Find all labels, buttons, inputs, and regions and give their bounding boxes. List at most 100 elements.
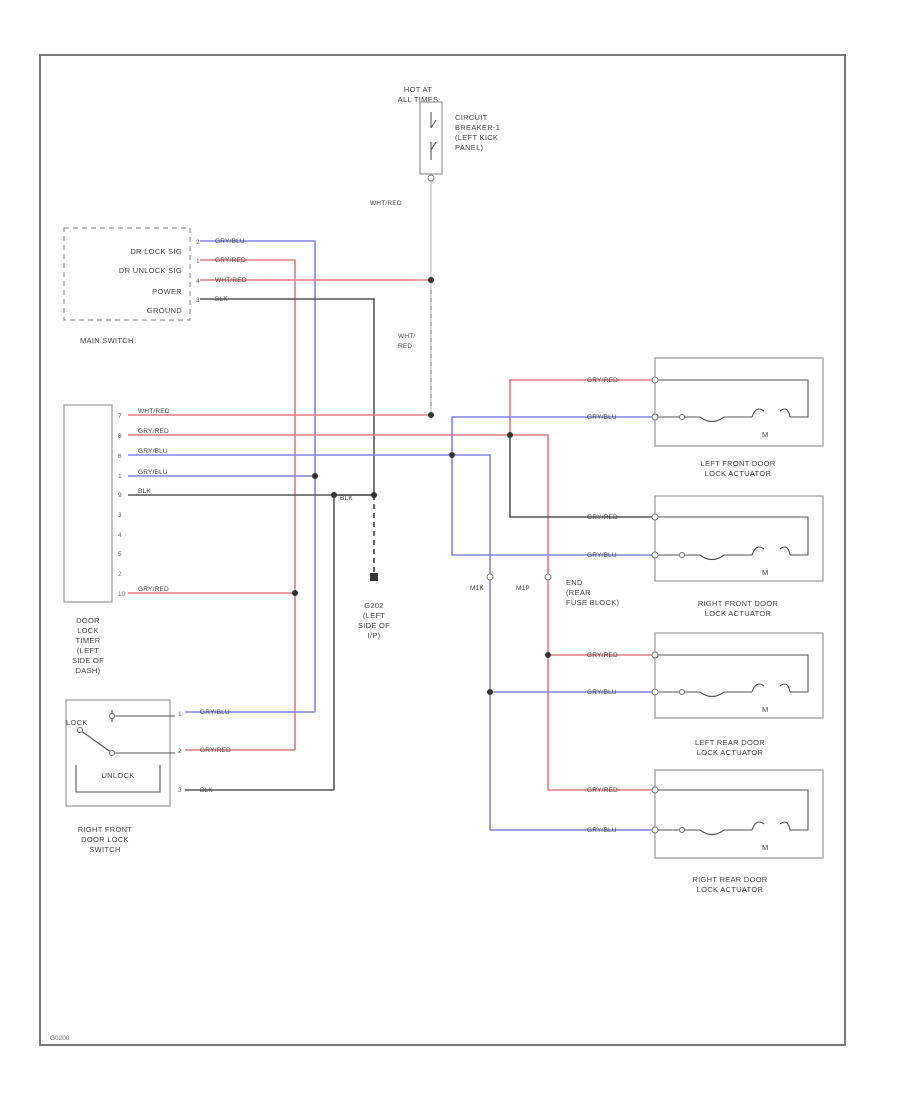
motor-label: M: [762, 705, 769, 714]
motor-switch-contact: [679, 827, 685, 833]
actuator-terminal: [651, 786, 659, 794]
main-switch-pin: 1: [196, 258, 200, 265]
main-switch-pin: 3: [196, 297, 200, 304]
timer-pin: 5: [118, 551, 122, 558]
motor-switch-contact: [679, 689, 685, 695]
timer-pins: 7 8 6 1 9 3 4 5 2 10: [118, 413, 126, 598]
timer-pin: 9: [118, 492, 122, 499]
timer-wire-label: GRY/RED: [138, 428, 169, 435]
wire-timer-gry-red: [128, 434, 652, 791]
timer-wire-label: GRY/BLU: [138, 448, 168, 455]
feed-wire-label: WHT/RED: [370, 200, 402, 207]
door-switch-lock-label: LOCK: [66, 718, 88, 727]
ground-wire-label: BLK: [340, 495, 353, 502]
wire-bus-blk-rf: [509, 435, 652, 518]
actuator-terminal: [651, 651, 659, 659]
wire-timer-gry-blu-1: [128, 454, 652, 831]
actuator-wire-label: GRY/BLU: [587, 552, 617, 559]
motor-switch-contact: [679, 414, 685, 420]
fuse-m1k-label: M1K: [470, 585, 484, 592]
wire-bus-blue-rf: [451, 455, 652, 556]
main-switch-row-unlock: DR UNLOCK SIG: [119, 266, 182, 275]
splice-dot: [487, 689, 493, 695]
timer-pin: 10: [118, 591, 126, 598]
circuit-breaker: [419, 101, 443, 175]
splice-dot: [292, 590, 298, 596]
door-switch-inner: [75, 765, 161, 793]
door-switch-pin: 2: [178, 748, 182, 755]
switch-contact: [109, 750, 115, 756]
ds-wire-label: BLK: [200, 787, 213, 794]
ds-wire-label: GRY/BLU: [200, 709, 230, 716]
actuator-wire-label: GRY/RED: [587, 514, 618, 521]
actuator-terminal: [651, 551, 659, 559]
main-switch-box: [63, 227, 191, 321]
wire-ground-switch: [333, 494, 374, 790]
ground-point-icon: [370, 573, 378, 581]
door-switch-pin: 3: [178, 787, 182, 794]
motor-label: M: [762, 568, 769, 577]
actuator-terminal: [651, 688, 659, 696]
timer-pin: 4: [118, 532, 122, 539]
splice-dot: [371, 492, 377, 498]
ms-wire-label: GRY/RED: [215, 257, 246, 264]
wire-ms-gry-red: [200, 259, 296, 750]
switch-contact: [109, 713, 115, 719]
actuator-terminal: [651, 513, 659, 521]
actuator-wire-label: GRY/BLU: [587, 689, 617, 696]
main-switch-pin: 2: [196, 239, 200, 246]
door-switch-contact-icon: [79, 710, 175, 754]
motor-icon: [658, 379, 809, 423]
splice-dot: [449, 452, 455, 458]
splice-dot: [331, 492, 337, 498]
splice-dot: [428, 412, 434, 418]
fuse-terminal-m1k: [486, 573, 494, 581]
wire-ms-gry-blu: [200, 240, 316, 712]
ms-wire-label: GRY/BLU: [215, 238, 245, 245]
ds-wire-label: GRY/RED: [200, 747, 231, 754]
door-lock-timer-box: [63, 404, 113, 603]
actuator-box: [654, 632, 824, 719]
timer-wire-label: GRY/BLU: [138, 469, 168, 476]
switch-contact: [77, 727, 83, 733]
timer-wire-label: WHT/RED: [138, 408, 170, 415]
timer-wire-label: GRY/RED: [138, 586, 169, 593]
door-switch-unlock-label: UNLOCK: [101, 771, 134, 780]
timer-wire-label: BLK: [138, 488, 151, 495]
fuse-m1p-label: M1P: [516, 585, 530, 592]
actuator-terminal: [651, 413, 659, 421]
actuator-box: [654, 769, 824, 859]
actuator-wire-label: GRY/BLU: [587, 414, 617, 421]
timer-pin: 6: [118, 453, 122, 460]
main-switch-row-power: POWER: [152, 287, 182, 296]
door-switch-pin: 1: [178, 711, 182, 718]
wire-bus-blue-lf: [451, 416, 652, 455]
motor-icon: [658, 516, 809, 561]
motor-icon: [658, 654, 809, 698]
timer-pin: 8: [118, 433, 122, 440]
timer-pin: 2: [118, 571, 122, 578]
motor-switch-contact: [679, 552, 685, 558]
main-switch-row-ground: GROUND: [147, 306, 182, 315]
motor-label: M: [762, 843, 769, 852]
splice-dot: [428, 277, 434, 283]
breaker-contact-icon: [430, 112, 437, 160]
motor-label: M: [762, 430, 769, 439]
actuator-wire-label: GRY/RED: [587, 652, 618, 659]
timer-pin: 7: [118, 413, 122, 420]
main-switch-pin: 4: [196, 278, 200, 285]
diagram-frame: [39, 54, 846, 1046]
splice-dot: [312, 473, 318, 479]
